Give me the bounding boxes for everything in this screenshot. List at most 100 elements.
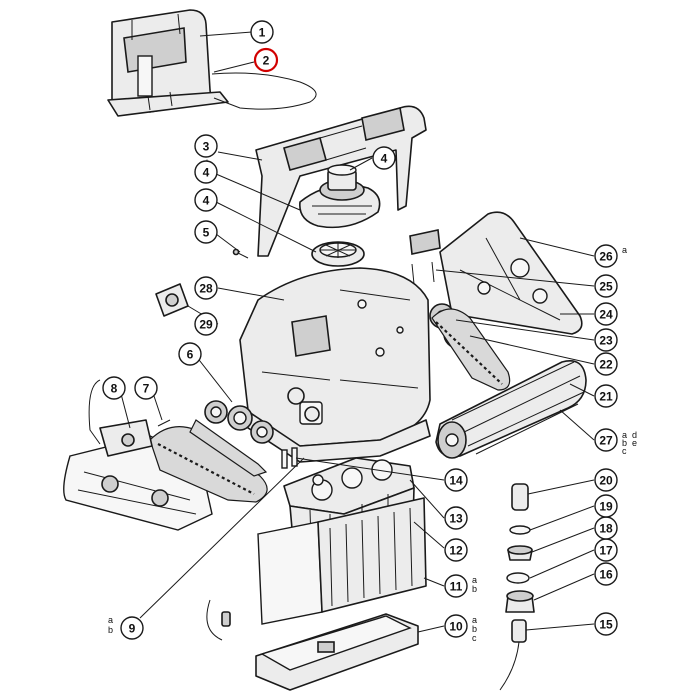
- callout-c2: 2: [253, 47, 279, 73]
- leader-lines: [119, 31, 595, 633]
- callout-circle: [594, 384, 618, 408]
- part-filter-basket: [257, 497, 427, 625]
- part-side-plate: [439, 211, 583, 335]
- callout-c4c: 4: [194, 188, 218, 212]
- callout-number: 15: [599, 618, 613, 632]
- callout-suffix: a: [622, 245, 627, 255]
- callout-number: 26: [599, 250, 613, 264]
- part-impeller: [311, 241, 365, 267]
- callout-circle: [444, 538, 468, 562]
- part-filter-tray: [255, 613, 419, 691]
- part-pins: [281, 447, 298, 469]
- callout-suffix: c: [622, 446, 627, 456]
- callout-circle: [594, 562, 618, 586]
- part-filter-screw: [206, 599, 231, 641]
- callout-number: 16: [599, 568, 613, 582]
- callout-number: 19: [599, 500, 613, 514]
- callout-number: 10: [449, 620, 463, 634]
- callout-circle: [134, 376, 158, 400]
- callout-circle: [444, 614, 468, 638]
- callout-circle: [194, 134, 218, 158]
- callout-c4b: 4: [194, 160, 218, 184]
- callout-circle: [253, 47, 279, 73]
- callout-circle: [444, 574, 468, 598]
- callout-circle: [594, 428, 618, 452]
- part-handle: [255, 105, 427, 257]
- callout-number: 17: [599, 544, 613, 558]
- callout-layer: 123ab44456789ab10abc11ab1213141516171819…: [102, 20, 637, 643]
- callout-c23: 23: [594, 328, 618, 352]
- callout-number: 1: [259, 26, 266, 40]
- callout-circle: [120, 616, 144, 640]
- callout-c17: 17: [594, 538, 618, 562]
- callout-number: 24: [599, 308, 613, 322]
- callout-suffix: b: [472, 624, 477, 634]
- callout-c15: 15: [594, 612, 618, 636]
- callout-suffix: a: [472, 615, 477, 625]
- part-screw: [232, 248, 249, 259]
- callout-circle: [444, 506, 468, 530]
- callout-circle: [178, 342, 202, 366]
- part-brush-roller: [435, 360, 587, 459]
- callout-number: 2: [263, 54, 270, 68]
- callout-number: 5: [203, 226, 210, 240]
- callout-number: 7: [143, 382, 150, 396]
- callout-c21: 21: [594, 384, 618, 408]
- callout-number: 12: [449, 544, 463, 558]
- callout-c9: 9ab: [108, 615, 144, 640]
- callout-circle: [372, 146, 396, 170]
- callout-c24: 24: [594, 302, 618, 326]
- callout-c8: 8: [102, 376, 126, 400]
- callout-c5: 5: [194, 220, 218, 244]
- callout-number: 4: [203, 194, 210, 208]
- callout-circle: [594, 302, 618, 326]
- part-swivel-bracket: [88, 379, 171, 457]
- callout-c25: 25: [594, 274, 618, 298]
- part-track-right: [431, 308, 511, 391]
- callout-circle: [594, 352, 618, 376]
- part-cable-end: [499, 619, 527, 691]
- callout-number: 21: [599, 390, 613, 404]
- part-swivel-oring: [506, 572, 530, 584]
- callout-c16: 16: [594, 562, 618, 586]
- callout-c6: 6: [178, 342, 202, 366]
- callout-circle: [594, 328, 618, 352]
- callout-circle: [594, 244, 618, 268]
- callout-suffix: d: [632, 430, 637, 440]
- part-swivel-nut: [507, 545, 533, 561]
- callout-number: 4: [203, 166, 210, 180]
- callout-number: 3: [203, 140, 210, 154]
- callout-number: 27: [599, 434, 613, 448]
- callout-number: 13: [449, 512, 463, 526]
- part-swivel-cap: [505, 590, 535, 613]
- part-motor-block: [239, 267, 431, 463]
- callout-circle: [194, 188, 218, 212]
- callout-circle: [194, 220, 218, 244]
- callout-circle: [194, 276, 218, 300]
- callout-number: 28: [199, 282, 213, 296]
- callout-circle: [102, 376, 126, 400]
- callout-circle: [194, 160, 218, 184]
- callout-c18: 18: [594, 516, 618, 540]
- callout-suffix: e: [632, 438, 637, 448]
- part-track-left: [149, 419, 268, 503]
- callout-c20: 20: [594, 468, 618, 492]
- callout-c29: 29: [194, 312, 218, 336]
- part-swivel-washer: [509, 525, 531, 535]
- callout-suffix: b: [472, 584, 477, 594]
- callout-suffix: a: [622, 430, 627, 440]
- callout-number: 8: [111, 382, 118, 396]
- callout-circle: [594, 494, 618, 518]
- callout-c4a: 4: [372, 146, 396, 170]
- callout-number: 29: [199, 318, 213, 332]
- callout-c26: 26 a: [594, 244, 627, 268]
- callout-number: 4: [381, 152, 388, 166]
- callout-c22: 22: [594, 352, 618, 376]
- callout-number: 6: [187, 348, 194, 362]
- callout-c13: 13: [444, 506, 468, 530]
